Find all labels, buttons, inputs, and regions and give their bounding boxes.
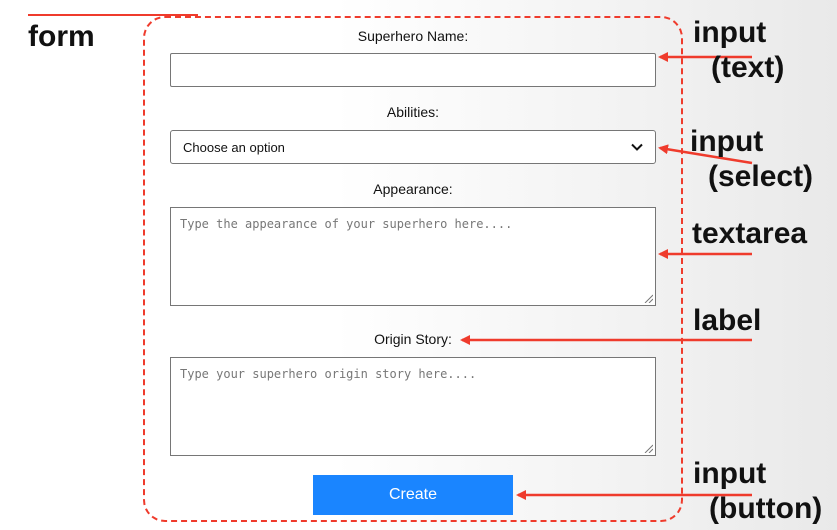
appearance-placeholder: Type the appearance of your superhero he… (180, 217, 513, 231)
form-outline (143, 16, 683, 522)
annotation-input-text-line1: input (693, 16, 767, 49)
form-top-line (28, 14, 198, 16)
abilities-select[interactable]: Choose an option (170, 130, 656, 164)
annotation-input-text-line2: (text) (711, 50, 785, 84)
resize-grip-icon[interactable] (643, 293, 653, 303)
appearance-textarea[interactable]: Type the appearance of your superhero he… (170, 207, 656, 306)
label-superhero-name: Superhero Name: (357, 28, 469, 44)
annotation-input-select: input (select) (690, 125, 813, 194)
annotation-textarea: textarea (692, 217, 808, 250)
annotation-input-select-line2: (select) (708, 159, 814, 193)
origin-story-textarea[interactable]: Type your superhero origin story here...… (170, 357, 656, 456)
chevron-down-icon (631, 143, 643, 151)
annotation-input-button-line2: (button) (709, 491, 823, 525)
superhero-name-input[interactable] (170, 53, 656, 87)
annotation-input-button: input (button) (693, 457, 822, 526)
label-appearance: Appearance: (373, 181, 453, 197)
create-button[interactable]: Create (313, 475, 513, 515)
origin-placeholder: Type your superhero origin story here...… (180, 367, 477, 381)
annotation-form: form (28, 20, 95, 53)
annotation-input-text: input (text) (693, 16, 784, 85)
annotation-input-button-line1: input (693, 457, 767, 490)
annotation-input-select-line1: input (690, 125, 764, 158)
label-abilities: Abilities: (386, 104, 440, 120)
annotation-label: label (693, 304, 762, 337)
label-origin-story: Origin Story: (374, 331, 452, 347)
resize-grip-icon[interactable] (643, 443, 653, 453)
arrow-input-select (658, 144, 753, 165)
abilities-selected-value: Choose an option (183, 139, 285, 155)
